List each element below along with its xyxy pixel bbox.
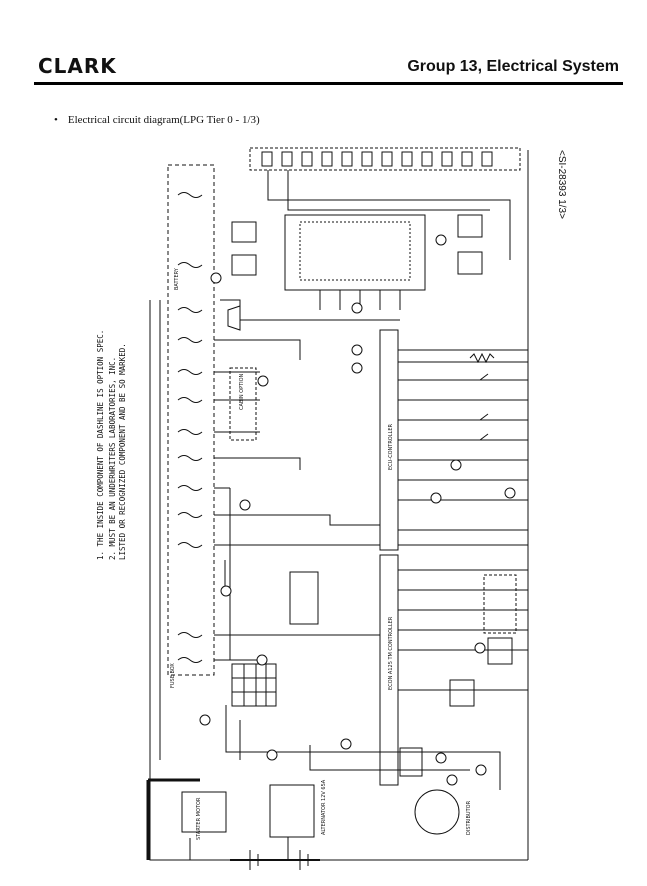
svg-text:FUSE BOX: FUSE BOX [170, 663, 176, 688]
engine-controller [379, 554, 399, 786]
alternator [269, 784, 315, 838]
cabin-option-box [229, 367, 257, 441]
relay-2 [231, 254, 257, 276]
relay-6 [449, 679, 475, 707]
header-divider [34, 82, 623, 85]
diagram-caption-text: Electrical circuit diagram(LPG Tier 0 - … [67, 114, 260, 126]
fuse-box [167, 164, 215, 676]
resistor-symbol [469, 352, 495, 364]
top-connector-row [249, 147, 521, 171]
diagram-caption: • Electrical circuit diagram(LPG Tier 0 -… [54, 114, 260, 126]
diagnostic-connector [289, 571, 319, 625]
top-connectors [261, 151, 493, 167]
relay-5 [487, 637, 513, 665]
svg-text:ALTERNATOR 12V 65A: ALTERNATOR 12V 65A [321, 779, 327, 835]
starter-motor [181, 791, 227, 833]
svg-text:CABIN OPTION: CABIN OPTION [239, 373, 245, 410]
distributor [414, 789, 460, 835]
ground-rail [149, 300, 528, 861]
relay-1 [231, 221, 257, 243]
connector-markers [199, 234, 516, 786]
starter-relay [399, 747, 423, 777]
horn-icon [227, 305, 241, 331]
fuse-list [177, 192, 203, 663]
clark-logo: CLARK [38, 54, 117, 78]
component-labels: FUSE BOX BATTERY CABIN OPTION ECU-CONTRO… [170, 267, 472, 840]
page-group-title: Group 13, Electrical System [407, 58, 619, 75]
svg-text:DISTRIBUTOR: DISTRIBUTOR [466, 800, 472, 835]
combination-switch [284, 214, 426, 291]
svg-text:STARTER MOTOR: STARTER MOTOR [196, 797, 202, 840]
svg-text:ECU-CONTROLLER: ECU-CONTROLLER [388, 424, 394, 470]
relay-4 [457, 251, 483, 275]
svg-text:BATTERY: BATTERY [174, 267, 180, 290]
relay-3 [457, 214, 483, 238]
bullet-icon: • [54, 114, 58, 126]
svg-text:ECON A125 TM CONTROLLER: ECON A125 TM CONTROLLER [388, 616, 394, 690]
key-switch [231, 663, 277, 707]
injector-group [483, 574, 517, 634]
